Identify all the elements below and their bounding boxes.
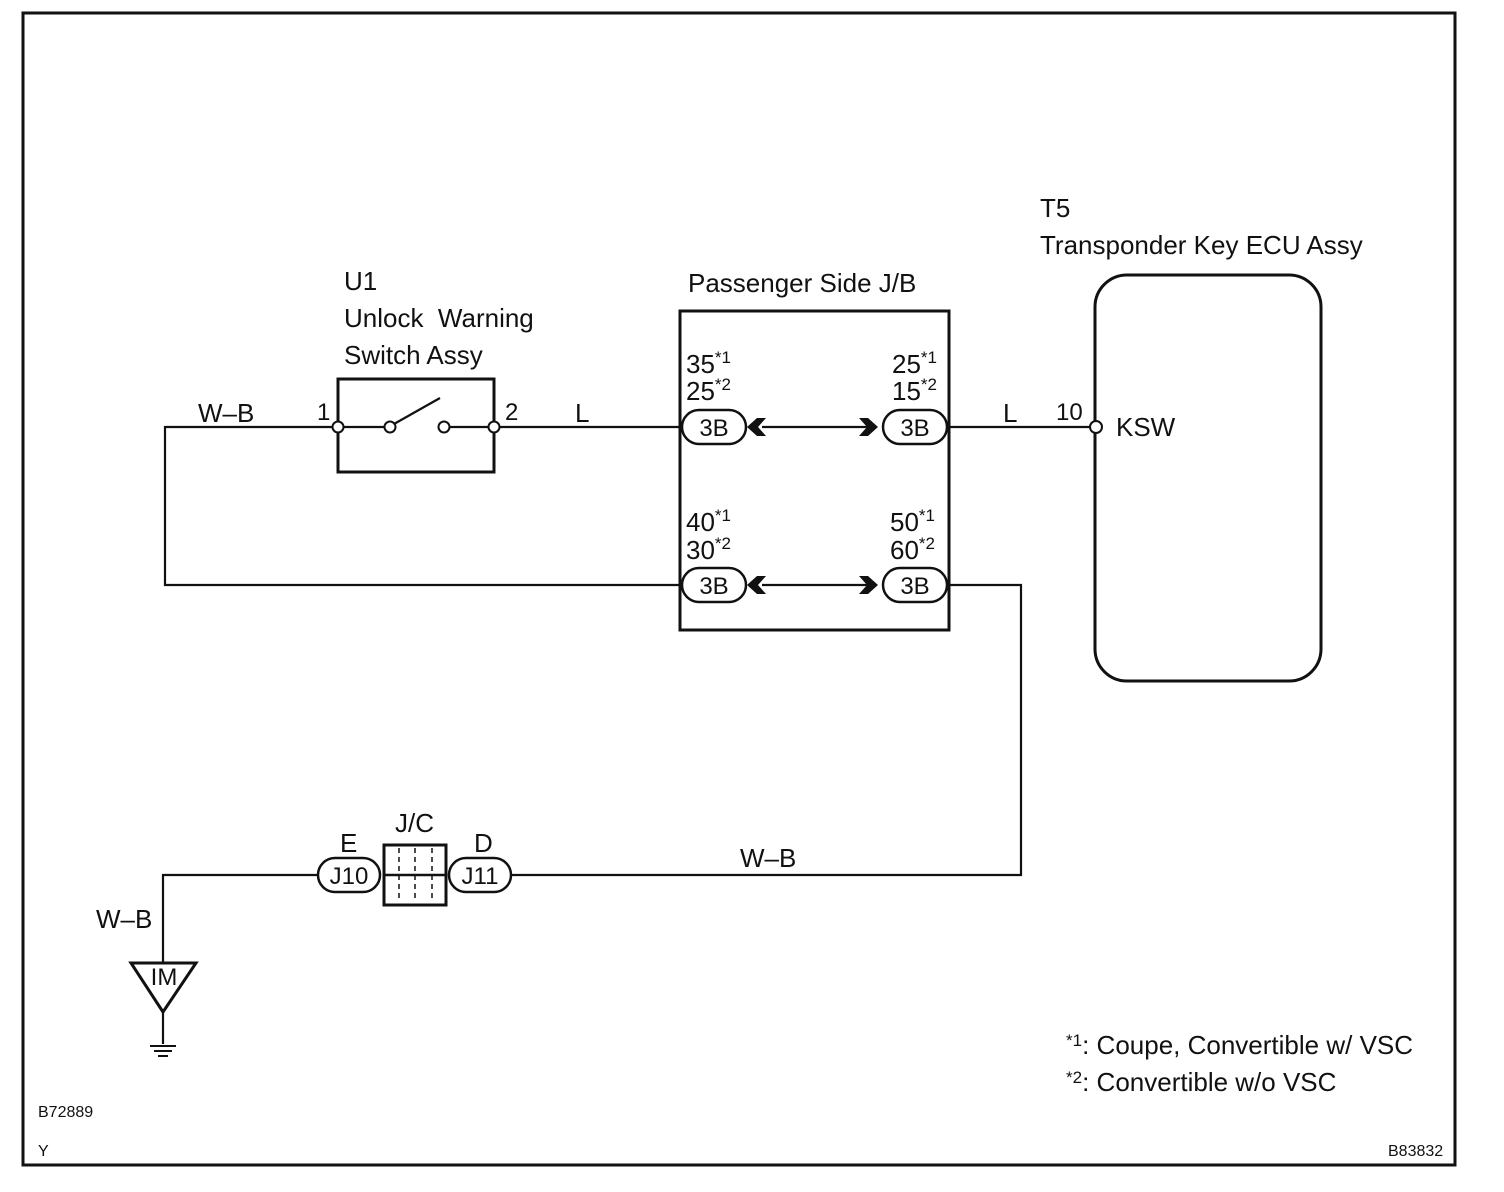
passenger-side-junction-block [678, 309, 951, 632]
ecu-name: Transponder Key ECU Assy [1040, 230, 1363, 260]
ground-triangle-icon [128, 961, 199, 1015]
jb-connector-lr: 3B [859, 566, 949, 604]
jb-name: Passenger Side J/B [688, 268, 916, 298]
jb-lr-pin-a: 50*1 [890, 506, 935, 537]
wire-label-wb-jc: W–B [740, 843, 796, 873]
wire-label-l-ecu: L [1003, 398, 1017, 428]
connector-label: 3B [900, 573, 929, 600]
switch-blade [393, 397, 441, 425]
jc-left-connector [316, 856, 382, 894]
jb-ur-pin-a: 25*1 [892, 348, 937, 379]
connector-label: 3B [699, 573, 728, 600]
switch-pin2-terminal [487, 420, 501, 434]
ecu-code: T5 [1040, 193, 1070, 223]
ecu-terminal-label: KSW [1116, 412, 1176, 442]
unlock-warning-switch [331, 377, 501, 474]
jb-ll-pin-a: 40*1 [686, 506, 731, 537]
jb-connector-ur: 3B [859, 408, 949, 446]
jc-left-connector-label: J10 [330, 863, 369, 890]
diagram-id: B72889 [38, 1104, 93, 1121]
wire-label-wb-ground: W–B [96, 904, 152, 934]
jb-body [678, 309, 951, 632]
switch-pin1-terminal [331, 420, 345, 434]
transponder-key-ecu [1089, 273, 1323, 683]
jb-ul-pin-a: 35*1 [686, 348, 731, 379]
ecu-body [1093, 273, 1323, 683]
wire-label-l-switch: L [575, 398, 589, 428]
switch-name-line1: Unlock Warning [344, 303, 534, 333]
switch-pin1-label: 1 [317, 399, 330, 426]
ecu-pin-terminal [1089, 420, 1103, 434]
figure-code: B83832 [1388, 1143, 1443, 1160]
wire-wb-jc-to-ground [161, 873, 318, 963]
connector-arrow-left-icon [747, 576, 766, 594]
switch-contact-right [437, 420, 451, 434]
connector-pill [680, 566, 748, 604]
jb-ll-pin-b: 30*2 [686, 534, 731, 565]
connector-arrow-left-icon [747, 418, 766, 436]
connector-label: 3B [699, 415, 728, 442]
jc-left-pin: E [340, 828, 357, 858]
jc-right-connector [447, 856, 513, 894]
jb-connector-ll: 3B [680, 566, 766, 604]
note-2: *2: Convertible w/o VSC [1066, 1067, 1336, 1097]
ecu-pin-label: 10 [1056, 399, 1083, 426]
switch-name-line2: Switch Assy [344, 340, 483, 370]
wires [161, 425, 1096, 963]
connector-arrow-right-icon [859, 418, 878, 436]
jb-connector-ul: 3B [680, 408, 766, 446]
jb-ul-pin-b: 25*2 [686, 375, 731, 406]
jb-ur-pin-b: 15*2 [892, 375, 937, 406]
wire-wb-left-loop [163, 425, 682, 587]
note-1: *1: Coupe, Convertible w/ VSC [1066, 1030, 1413, 1060]
ground-point [128, 961, 199, 1057]
corner-mark: Y [38, 1143, 49, 1160]
jb-lr-pin-b: 60*2 [890, 534, 935, 565]
switch-code: U1 [344, 266, 377, 296]
connector-arrow-right-icon [859, 576, 878, 594]
ground-label: IM [151, 964, 178, 991]
switch-contact-left [383, 420, 397, 434]
connector-pill [680, 408, 748, 446]
connector-pill [881, 408, 949, 446]
wire-wb-jb-to-jc [512, 583, 1023, 877]
jc-right-connector-label: J11 [462, 863, 499, 890]
connector-pill [881, 566, 949, 604]
junction-connector: J10 J11 [316, 843, 513, 907]
wire-label-wb-switch: W–B [198, 398, 254, 428]
jc-name: J/C [395, 808, 434, 838]
jc-right-pin: D [474, 828, 493, 858]
diagram-frame [21, 11, 1457, 1167]
connector-label: 3B [900, 415, 929, 442]
switch-body [336, 377, 496, 474]
switch-pin2-label: 2 [505, 399, 518, 426]
